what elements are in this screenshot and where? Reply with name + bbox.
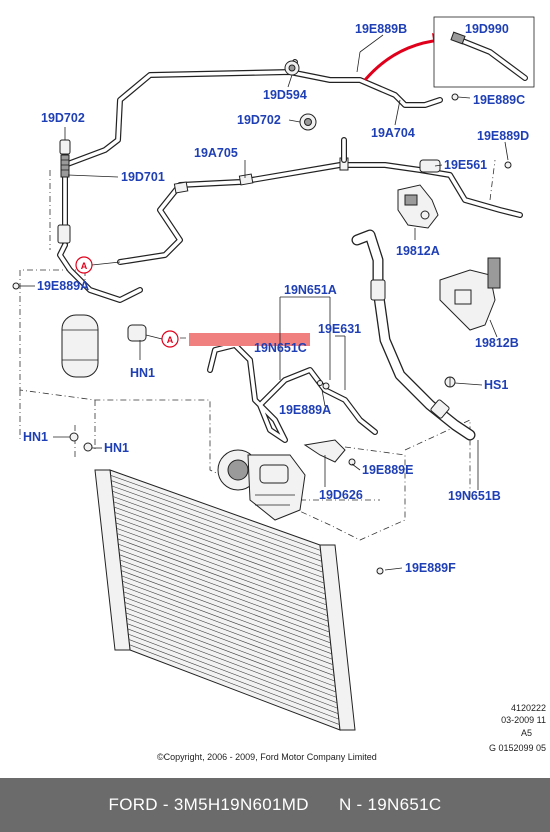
label-19e561: 19E561 [444,158,487,172]
condenser-fin [128,633,339,714]
nuts-hn1 [69,432,93,452]
condenser-fin [126,617,337,698]
label-19e889a-middle: 19E889A [279,403,331,417]
label-19e889b: 19E889B [355,22,407,36]
red-arrow [363,33,445,81]
label-hn1-bottom: HN1 [104,441,129,455]
reference-marker-a-lower: A [145,330,179,348]
condenser-fin [123,591,334,671]
leader-lines [20,34,509,571]
condenser-fin [127,628,338,709]
copyright-text: ©Copyright, 2006 - 2009, Ford Motor Comp… [157,752,377,762]
valve-19d701 [57,139,71,244]
o-rings [12,93,512,575]
reference-marker-a-upper: A [75,256,121,274]
condenser-fin [110,475,321,551]
label-19e631: 19E631 [318,322,361,336]
bracket-19d626 [303,439,346,463]
label-19n651a: 19N651A [284,283,337,297]
footer-part-number: FORD - 3M5H19N601MD N - 19N651C [108,795,442,814]
cap-19d702 [299,113,317,131]
label-19d701: 19D701 [121,170,165,184]
condenser-fin [118,549,329,627]
label-19e889c: 19E889C [473,93,525,107]
drier-pipe [57,242,143,303]
label-hs1: HS1 [484,378,508,392]
label-19d702-left: 19D702 [41,111,85,125]
meta-line-1: 4120222 [511,703,546,713]
label-19e889d: 19E889D [477,129,529,143]
dashed-assembly-lines [19,159,496,541]
marker-a-text-lower: A [167,335,174,345]
bracket-19812a [397,184,439,229]
label-hn1-left: HN1 [23,430,48,444]
label-19812b: 19812B [475,336,519,350]
condenser-fin [111,480,322,557]
label-hn1-right: HN1 [130,366,155,380]
condenser-fin [126,623,338,704]
label-19a704: 19A704 [371,126,415,140]
cap-19d594 [284,60,300,76]
label-19d990: 19D990 [465,22,509,36]
condenser-fin [117,538,328,617]
liquid-pipe-19n651c [207,342,378,443]
label-19n651b: 19N651B [448,489,501,503]
meta-line-2: 03-2009 11 [501,715,546,725]
condenser-fin [118,543,329,622]
meta-line-4: G 0152099 05 [489,743,546,753]
condenser-fin [113,501,324,578]
condenser-fin [112,496,324,573]
marker-a-text-upper: A [81,261,88,271]
condenser-fin [112,490,323,568]
condenser [94,469,356,731]
label-19812a: 19812A [396,244,440,258]
label-19a705: 19A705 [194,146,238,160]
condenser-fin [120,565,331,644]
bolt-hs1 [444,376,456,388]
label-19e889f: 19E889F [405,561,456,575]
condenser-fin [122,580,333,660]
condenser-fin [122,586,334,665]
condenser-fin [121,575,332,655]
ac-system-parts-diagram: A A 19E889B 19D990 19D594 19E889C 19D702… [12,16,546,762]
condenser-fin [128,639,339,720]
condenser-fin [114,506,325,584]
condenser-fin [115,522,326,600]
detail-box-19d990 [433,16,535,88]
condenser-fin [125,612,336,693]
condenser-fin [116,527,327,606]
condenser-fin [119,554,330,633]
condenser-fin [125,607,336,687]
part-number-footer: FORD - 3M5H19N601MD N - 19N651C [0,778,550,832]
compressor [217,449,306,521]
condenser-fin [116,533,328,611]
condenser-fin [129,644,340,725]
bracket-19812b [439,257,501,331]
meta-line-3: A5 [521,728,532,738]
label-19e889a-left: 19E889A [37,279,89,293]
drier-19e631-body [61,314,147,378]
condenser-fin [115,517,326,595]
label-19d594: 19D594 [263,88,307,102]
label-19e889e: 19E889E [362,463,413,477]
condenser-fin [114,512,325,589]
condenser-fin [121,570,332,649]
callout-labels: 19E889B 19D990 19D594 19E889C 19D702 19D… [23,22,529,575]
label-19n651c: 19N651C [254,341,307,355]
label-19d702-right: 19D702 [237,113,281,127]
sensor-19e561 [419,159,441,173]
diagram-metadata: 4120222 03-2009 11 A5 G 0152099 05 [489,703,546,753]
suction-hose-19n651b [351,229,476,441]
condenser-fin [124,596,335,676]
condenser-fin [111,485,322,562]
condenser-fin [124,602,335,682]
upper-pipe-19a704 [62,59,443,248]
label-19d626: 19D626 [319,488,363,502]
condenser-fin [119,559,331,638]
